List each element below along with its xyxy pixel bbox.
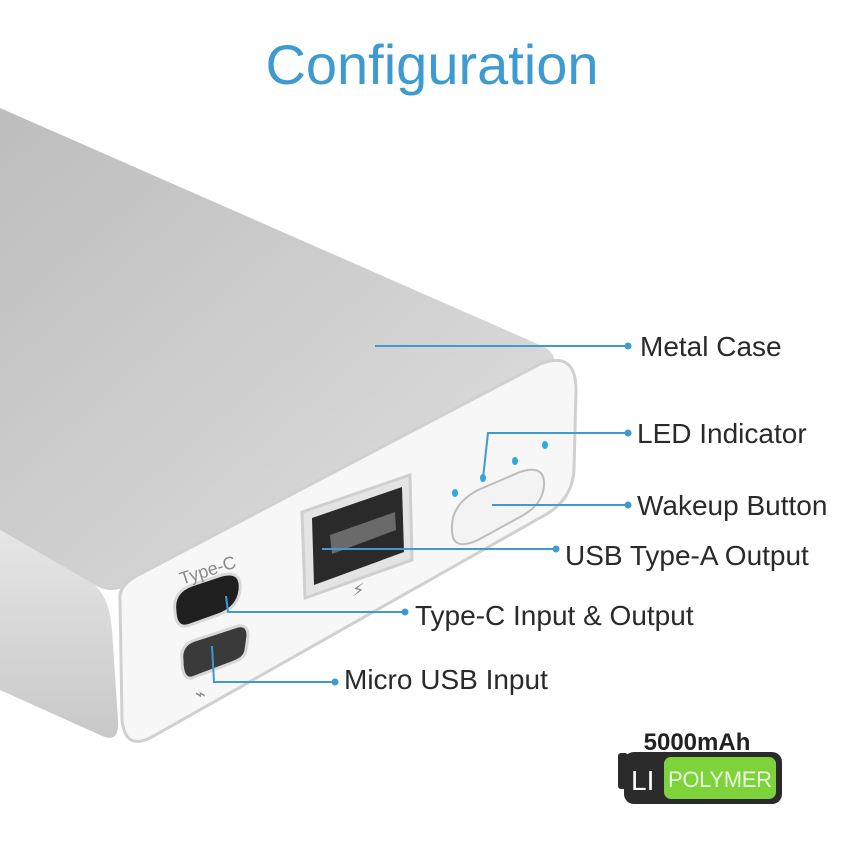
label-usb-a-output: USB Type-A Output — [565, 540, 809, 571]
metal-case-top — [0, 108, 554, 590]
label-micro-usb: Micro USB Input — [344, 664, 548, 695]
led-indicators — [452, 441, 548, 497]
power-bank: ⚡ Type-C ⌁ — [0, 108, 578, 743]
led-1 — [452, 489, 458, 497]
micro-usb-port: ⌁ — [180, 624, 250, 704]
badge-polymer: POLYMER — [668, 767, 772, 792]
metal-case-side — [0, 530, 119, 738]
battery-badge: 5000mAh LI POLYMER — [618, 729, 782, 804]
callout-dots — [331, 342, 632, 686]
led-4 — [542, 441, 548, 449]
usb-a-port: ⚡ — [300, 472, 414, 601]
usb-symbol-icon: ⌁ — [195, 684, 206, 704]
label-metal-case: Metal Case — [640, 331, 782, 362]
capacity-text: 5000mAh — [644, 729, 751, 756]
callout-lines — [211, 345, 628, 683]
label-led-indicator: LED Indicator — [637, 418, 807, 449]
badge-li: LI — [631, 765, 654, 796]
wakeup-button[interactable] — [450, 468, 546, 546]
lightning-symbol-icon: ⚡ — [352, 580, 365, 600]
label-wakeup-button: Wakeup Button — [637, 490, 827, 521]
led-3 — [512, 457, 518, 465]
label-type-c: Type-C Input & Output — [415, 600, 694, 631]
page-title: Configuration — [265, 33, 598, 96]
